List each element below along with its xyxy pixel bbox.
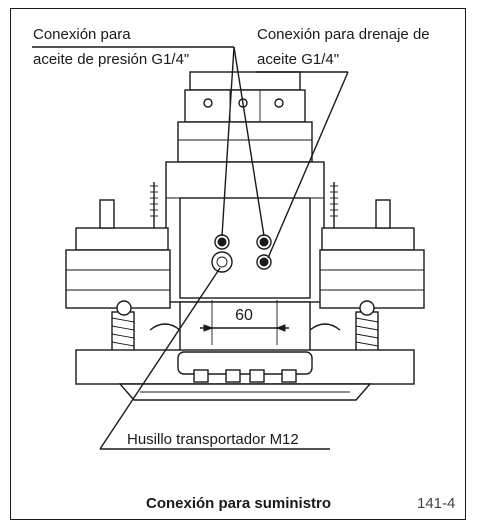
pressure-oil-label-line2: aceite de presión G1/4" xyxy=(33,51,189,68)
right-side-assembly xyxy=(319,182,425,373)
drain-oil-port xyxy=(256,234,272,270)
leader-lines xyxy=(32,46,349,450)
left-side-assembly xyxy=(65,182,171,373)
transport-spindle-hole xyxy=(211,251,233,273)
dimension-60-label: 60 xyxy=(235,307,253,324)
drain-oil-label-line1: Conexión para drenaje de xyxy=(257,26,430,43)
transport-spindle-label: Husillo transportador M12 xyxy=(127,431,299,448)
figure-caption: Conexión para suministro xyxy=(146,495,331,512)
top-cylinder xyxy=(177,71,313,163)
housing xyxy=(165,161,325,303)
base xyxy=(75,301,415,401)
dimension-60: 60 xyxy=(200,300,289,345)
figure-number: 141-4 xyxy=(417,495,455,512)
pressure-oil-label-line1: Conexión para xyxy=(33,26,131,43)
drain-oil-label-line2: aceite G1/4" xyxy=(257,51,339,68)
pressure-oil-port xyxy=(214,234,230,250)
